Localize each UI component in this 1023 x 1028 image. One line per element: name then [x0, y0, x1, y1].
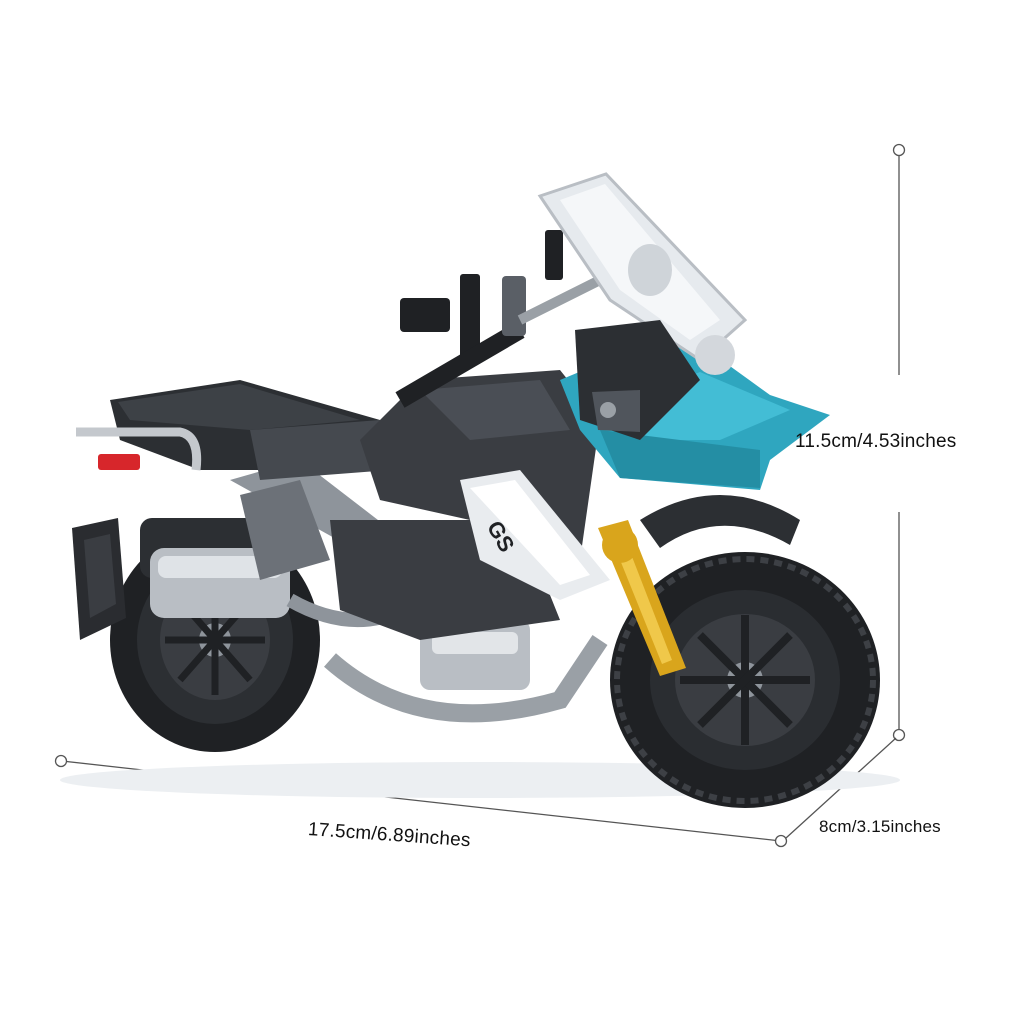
windshield [537, 172, 748, 375]
height-dimension-label: 11.5cm/4.53inches [795, 431, 957, 452]
front-wheel [610, 552, 880, 808]
motorcycle-illustration: GS [60, 172, 900, 808]
front-fender [640, 495, 800, 548]
height-endpoint-bottom [892, 728, 906, 742]
dimension-lines [54, 143, 906, 848]
length-endpoint-left [54, 754, 68, 768]
handlebars [395, 230, 603, 408]
width-dimension-label: 8cm/3.15inches [819, 817, 941, 836]
length-endpoint-right [774, 834, 788, 848]
front-fork [598, 520, 686, 676]
seat [76, 380, 390, 480]
tail-light [98, 454, 140, 470]
height-endpoint-top [892, 143, 906, 157]
headlight [575, 320, 700, 440]
